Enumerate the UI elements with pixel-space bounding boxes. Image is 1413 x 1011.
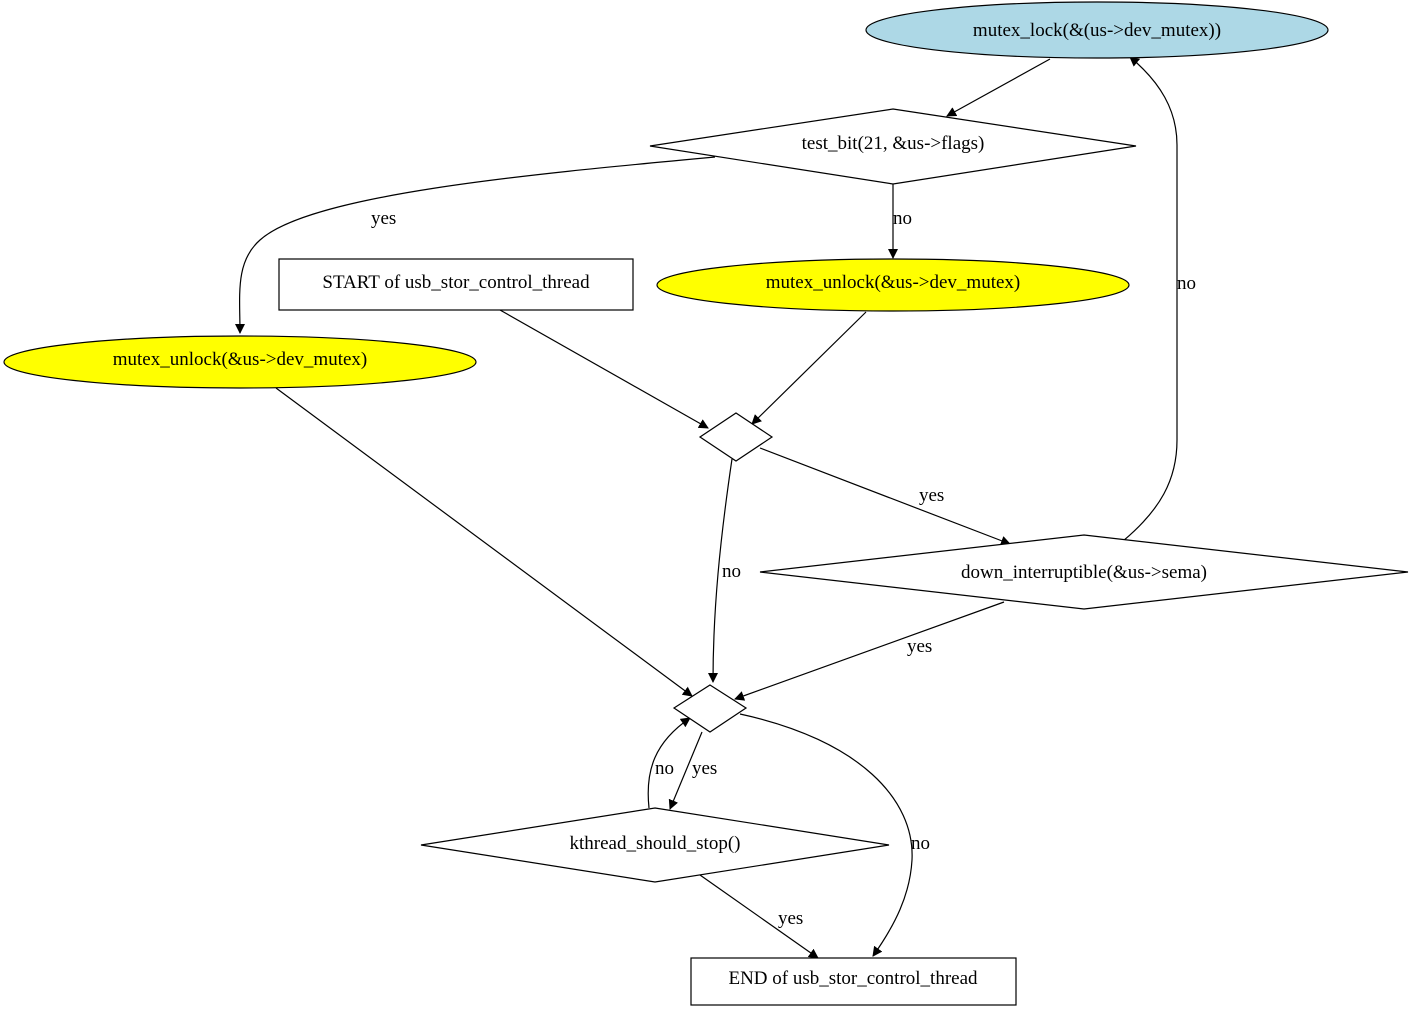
edge-upper-yes bbox=[759, 447, 1011, 546]
mutex-unlock-left-label: mutex_unlock(&us->dev_mutex) bbox=[113, 349, 368, 370]
edge-label-testbit-yes: yes bbox=[371, 208, 396, 229]
edge-label-testbit-no: no bbox=[893, 208, 912, 229]
edges bbox=[234, 56, 1178, 959]
test-bit-decision bbox=[649, 108, 1137, 185]
end-node bbox=[690, 957, 1017, 1006]
edge-testbit-yes bbox=[234, 156, 716, 334]
edge-labels: yes no no yes no yes no yes no yes bbox=[371, 208, 1196, 929]
edge-start-to-upper bbox=[499, 309, 709, 429]
mutex-lock-node bbox=[865, 1, 1329, 59]
mutex-unlock-right-label: mutex_unlock(&us->dev_mutex) bbox=[766, 272, 1021, 293]
edge-down-no bbox=[1122, 56, 1178, 542]
edge-lower-no bbox=[739, 713, 913, 957]
down-interruptible-decision bbox=[759, 534, 1409, 610]
decision-lower bbox=[672, 684, 748, 733]
test-bit-label: test_bit(21, &us->flags) bbox=[802, 133, 985, 154]
kthread-should-stop-label: kthread_should_stop() bbox=[570, 833, 741, 854]
kthread-should-stop-decision bbox=[420, 807, 890, 883]
decision-upper bbox=[698, 412, 774, 462]
edge-kthread-no bbox=[647, 717, 691, 809]
edge-kthread-yes bbox=[699, 874, 819, 959]
mutex-lock-label: mutex_lock(&(us->dev_mutex)) bbox=[973, 20, 1221, 41]
edge-label-down-no: no bbox=[1177, 273, 1196, 294]
edge-label-lower-no: no bbox=[911, 833, 930, 854]
edge-label-kthread-yes: yes bbox=[778, 908, 803, 929]
start-node bbox=[278, 258, 634, 311]
edge-label-down-yes: yes bbox=[907, 636, 932, 657]
edge-unlockleft-to-lower bbox=[275, 387, 693, 697]
down-interruptible-label: down_interruptible(&us->sema) bbox=[961, 562, 1207, 583]
edge-down-yes bbox=[734, 601, 1005, 701]
edge-unlockright-to-upper bbox=[751, 311, 867, 425]
edge-lock-to-testbit bbox=[946, 58, 1051, 117]
edge-label-lower-yes: yes bbox=[692, 758, 717, 779]
edge-label-upper-yes: yes bbox=[919, 485, 944, 506]
nodes: mutex_lock(&(us->dev_mutex)) test_bit(21… bbox=[3, 1, 1409, 1006]
end-label: END of usb_stor_control_thread bbox=[728, 968, 978, 989]
start-label: START of usb_stor_control_thread bbox=[322, 272, 590, 293]
edge-label-upper-no: no bbox=[722, 561, 741, 582]
mutex-unlock-right-node bbox=[656, 258, 1130, 312]
edge-upper-no bbox=[708, 458, 733, 683]
mutex-unlock-left-node bbox=[3, 335, 477, 389]
edge-lower-yes bbox=[668, 731, 703, 810]
edge-label-kthread-no: no bbox=[655, 758, 674, 779]
